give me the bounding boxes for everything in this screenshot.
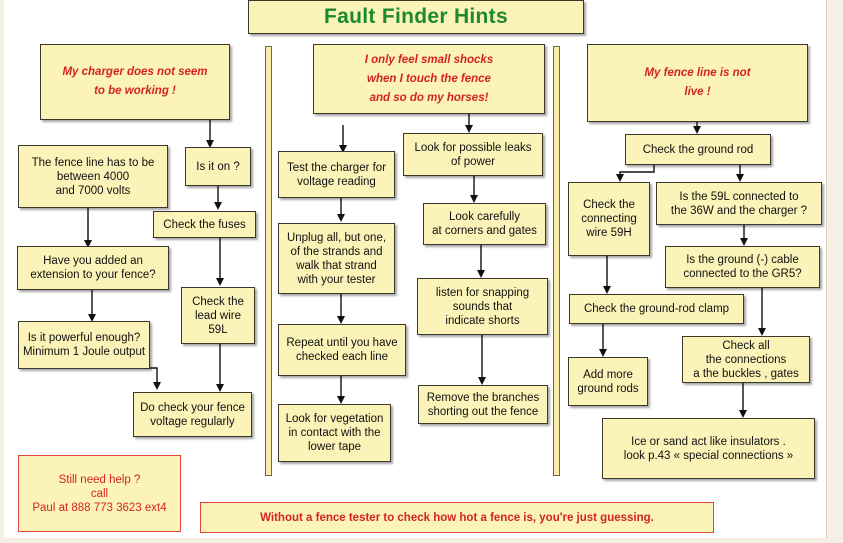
tester-warning-banner: Without a fence tester to check how hot … [200, 502, 714, 533]
test-charger-box: Test the charger for voltage reading [278, 151, 395, 198]
look-for-leaks-box: Look for possible leaks of power [403, 133, 543, 176]
check-corners-gates-box: Look carefully at corners and gates [423, 203, 546, 245]
problem-charger-box: My charger does not seem to be working ! [40, 44, 230, 120]
charger-extension-question-box: Have you added an extension to your fenc… [17, 246, 169, 290]
look-for-vegetation-box: Look for vegetation in contact with the … [278, 404, 391, 462]
check-fuses-box: Check the fuses [153, 211, 256, 238]
check-ground-rod-clamp-box: Check the ground-rod clamp [569, 294, 744, 324]
problem-small-shocks-box: I only feel small shocks when I touch th… [313, 44, 545, 114]
add-ground-rods-box: Add more ground rods [568, 357, 648, 406]
check-ground-cable-box: Is the ground (-) cable connected to the… [665, 246, 820, 288]
check-ground-rod-box: Check the ground rod [625, 134, 771, 165]
ice-sand-insulators-box: Ice or sand act like insulators . look p… [602, 418, 815, 479]
check-voltage-regularly-box: Do check your fence voltage regularly [133, 392, 252, 437]
check-connecting-wire-box: Check the connecting wire 59H [568, 182, 650, 256]
unplug-strands-box: Unplug all, but one, of the strands and … [278, 223, 395, 294]
remove-branches-box: Remove the branches shorting out the fen… [418, 385, 548, 424]
page-title: Fault Finder Hints [248, 0, 584, 34]
listen-snapping-box: listen for snapping sounds that indicate… [417, 278, 548, 335]
problem-not-live-box: My fence line is not live ! [587, 44, 808, 122]
help-contact-box: Still need help ? call Paul at 888 773 3… [18, 455, 181, 532]
charger-power-question-box: Is it powerful enough? Minimum 1 Joule o… [18, 321, 150, 369]
check-lead-wire-box: Check the lead wire 59L [181, 287, 255, 344]
column-divider-left [265, 46, 272, 476]
repeat-each-line-box: Repeat until you have checked each line [278, 324, 406, 376]
charger-voltage-range-box: The fence line has to be between 4000 an… [18, 145, 168, 208]
check-59l-connection-box: Is the 59L connected to the 36W and the … [656, 182, 822, 225]
column-divider-right [553, 46, 560, 476]
charger-is-on-box: Is it on ? [185, 147, 251, 186]
check-connections-buckles-box: Check all the connections a the buckles … [682, 336, 810, 383]
